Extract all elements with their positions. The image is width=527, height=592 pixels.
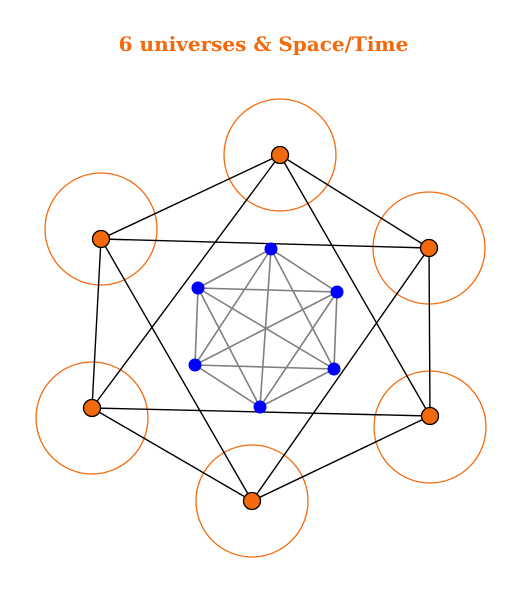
universe-node (82, 398, 102, 418)
spacetime-edge (197, 287, 261, 408)
spacetime-node (327, 362, 341, 376)
spacetime-edge (270, 248, 338, 293)
universe-node (91, 229, 111, 249)
universe-ring (44, 172, 158, 286)
spacetime-edge (197, 287, 335, 370)
universe-ring (223, 98, 337, 212)
spacetime-node (188, 358, 202, 372)
universe-edge (251, 415, 431, 502)
spacetime-edge (333, 291, 338, 370)
spacetime-edge (194, 364, 261, 408)
universe-node (242, 491, 262, 511)
spacetime-edges (194, 248, 338, 408)
universe-edge (279, 154, 430, 249)
universe-ring (35, 361, 149, 475)
universe-node (419, 238, 439, 258)
universe-node (420, 406, 440, 426)
universe-edges (91, 154, 431, 502)
universe-edge (100, 154, 281, 240)
spacetime-edge (259, 368, 335, 408)
universe-edge (251, 247, 430, 502)
spacetime-node (253, 400, 267, 414)
spacetime-node (191, 281, 205, 295)
spacetime-node (264, 242, 278, 256)
spacetime-edge (194, 364, 335, 370)
spacetime-nodes (188, 242, 344, 414)
universe-edge (91, 154, 281, 409)
spacetime-edge (197, 287, 338, 293)
spacetime-edge (194, 287, 199, 366)
universe-node (270, 145, 290, 165)
universe-edge (100, 238, 430, 249)
universe-ring (195, 444, 309, 558)
universe-edge (100, 238, 253, 502)
spacetime-edge (197, 248, 272, 289)
spacetime-node (330, 285, 344, 299)
spacetime-edge (259, 291, 338, 408)
spacetime-edge (194, 248, 272, 366)
universe-edge (428, 247, 431, 417)
universe-edge (91, 407, 253, 502)
universe-nodes (82, 145, 440, 511)
diagram-title: 6 universes & Space/Time (118, 32, 409, 56)
universe-edge (279, 154, 431, 417)
universe-edge (91, 238, 102, 409)
